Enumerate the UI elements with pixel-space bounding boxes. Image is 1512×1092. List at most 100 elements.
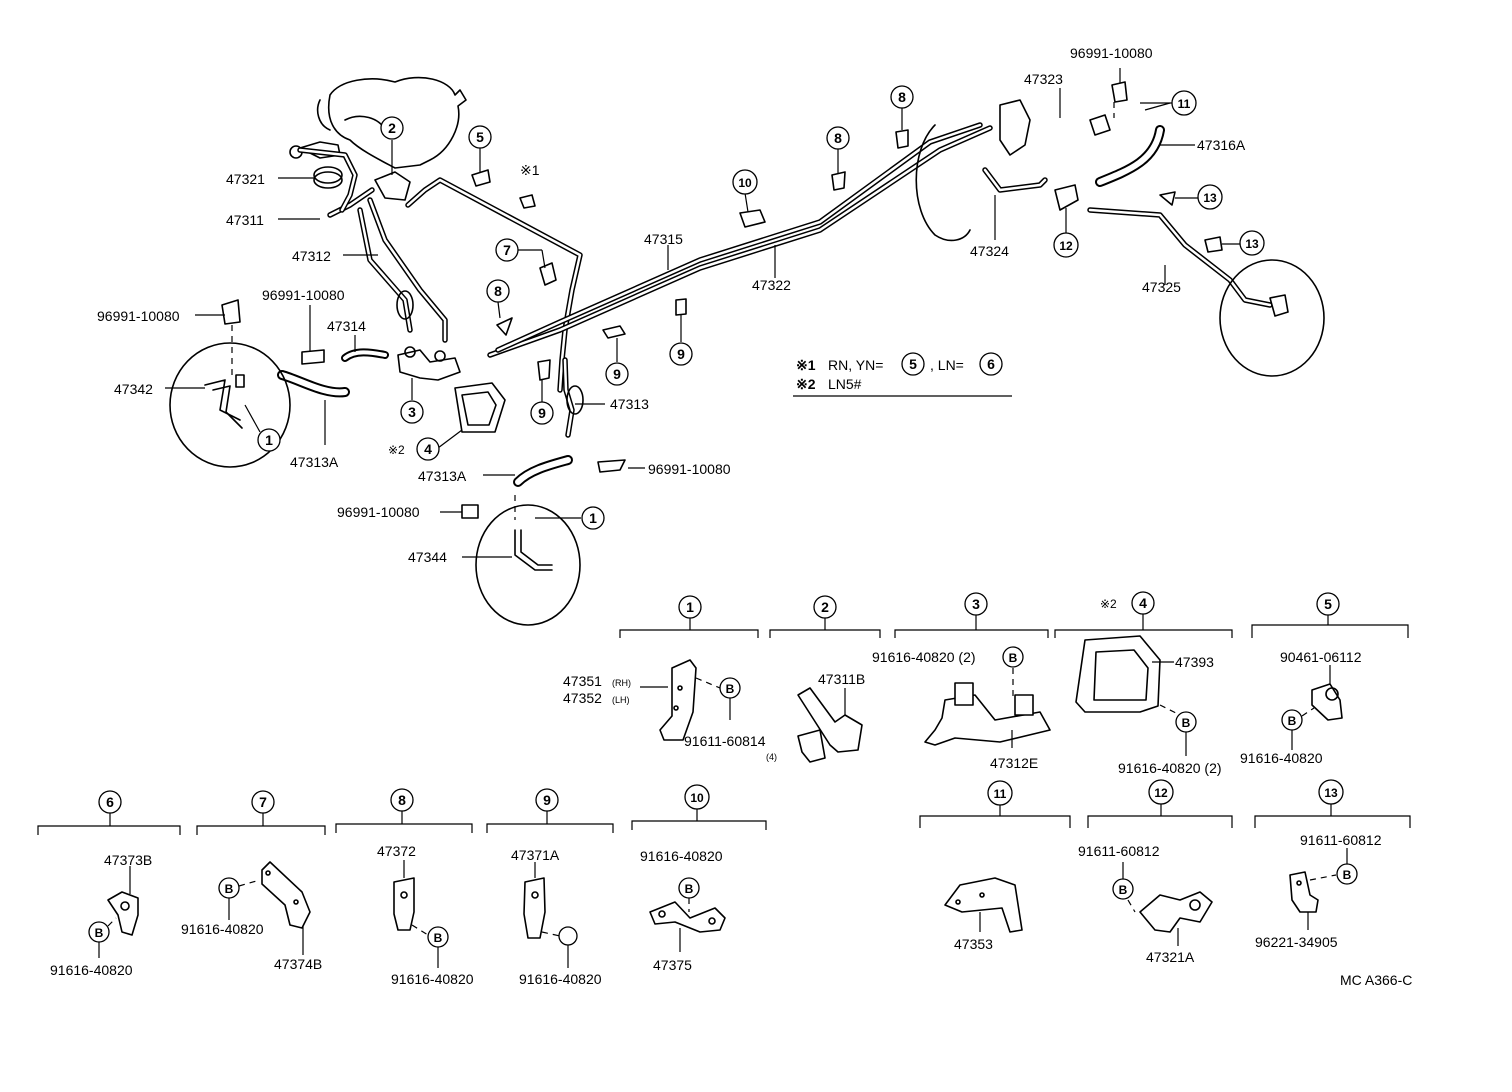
main-part-labels: 47321 47311 47312 96991-10080 96991-1008… (97, 45, 1246, 565)
svg-text:4: 4 (424, 441, 432, 457)
label-47314: 47314 (327, 318, 366, 334)
svg-text:7: 7 (259, 794, 267, 810)
label-47324: 47324 (970, 243, 1009, 259)
callout-8-right: 8 (890, 85, 914, 130)
gasket-plate-main (454, 382, 506, 433)
svg-text:13: 13 (1203, 191, 1217, 205)
note-line1-circle-a: 5 (909, 356, 917, 372)
callout-11: 11 (1140, 90, 1197, 116)
callout-9-left: 9 (530, 380, 554, 425)
d9-label-91616-40820: 91616-40820 (519, 971, 602, 987)
svg-text:B: B (1288, 714, 1297, 728)
main-callouts: 1 2 3 4 5 7 8 9 9 9 10 8 8 11 12 13 13 1 (244, 85, 1265, 530)
d12-label-47321A: 47321A (1146, 949, 1195, 965)
callout-2: 2 (380, 116, 404, 175)
wheel-tubes (204, 374, 553, 571)
callout-10: 10 (732, 169, 758, 213)
note-line1-text: RN, YN= (828, 357, 883, 373)
d11-label-47353: 47353 (954, 936, 993, 952)
label-96991-10080-left: 96991-10080 (97, 308, 180, 324)
svg-text:B: B (1119, 883, 1128, 897)
svg-text:(LH): (LH) (612, 695, 630, 705)
mark-1: ※1 (520, 162, 540, 178)
svg-text:1: 1 (589, 510, 597, 526)
detail-13: 13 B 91611-60812 96221-34905 (1254, 779, 1411, 950)
callout-9-mid: 9 (605, 338, 629, 386)
svg-text:9: 9 (677, 346, 685, 362)
note-line1-mid: , LN= (930, 357, 964, 373)
detail-4: ※2 4 B 47393 91616-40820 (2) (1054, 591, 1233, 776)
diagram-code: MC A366-C (1340, 972, 1412, 988)
d5-label-91616-40820: 91616-40820 (1240, 750, 1323, 766)
d8-label-47372: 47372 (377, 843, 416, 859)
label-96991-10080-top: 96991-10080 (1070, 45, 1153, 61)
svg-text:B: B (685, 882, 694, 896)
callout-12: 12 (1053, 208, 1079, 258)
label-47323: 47323 (1024, 71, 1063, 87)
svg-text:9: 9 (538, 405, 546, 421)
callout-8-left: 8 (486, 279, 510, 319)
svg-text:B: B (1182, 716, 1191, 730)
label-47312: 47312 (292, 248, 331, 264)
d3-label-91616-40820: 91616-40820 (2) (872, 649, 976, 665)
detail-11: 11 47353 (919, 780, 1071, 952)
d1-label-47352: 47352 (563, 690, 602, 706)
callout-4: 4 (416, 429, 463, 461)
callout-8-mid: 8 (826, 126, 850, 174)
svg-text:1: 1 (686, 599, 694, 615)
label-47321: 47321 (226, 171, 265, 187)
hidden-lines (231, 102, 1115, 520)
callout-5: 5 (468, 125, 492, 172)
label-96991-10080-lower: 96991-10080 (337, 504, 420, 520)
svg-text:B: B (1009, 651, 1018, 665)
detail-10: 10 B 91616-40820 47375 (631, 784, 767, 973)
svg-text:(4): (4) (766, 752, 777, 762)
svg-text:9: 9 (613, 366, 621, 382)
callout-9-right: 9 (669, 315, 693, 366)
d3-label-47312E: 47312E (990, 755, 1038, 771)
d12-label-91611-60812: 91611-60812 (1078, 843, 1160, 859)
note-line1-circle-b: 6 (987, 356, 995, 372)
brake-lines (297, 122, 1273, 438)
detail-6: 6 B 47373B 91616-40820 (37, 790, 181, 978)
svg-text:11: 11 (994, 787, 1007, 801)
svg-text:※2: ※2 (1100, 597, 1117, 611)
svg-text:5: 5 (1324, 596, 1332, 612)
d6-label-91616-40820: 91616-40820 (50, 962, 133, 978)
svg-text:5: 5 (476, 129, 484, 145)
svg-text:B: B (95, 926, 104, 940)
svg-text:8: 8 (898, 89, 906, 105)
svg-text:7: 7 (503, 242, 511, 258)
svg-text:3: 3 (408, 404, 416, 420)
svg-text:B: B (1343, 868, 1352, 882)
label-47315: 47315 (644, 231, 683, 247)
note-block: ※1 RN, YN= 5 , LN= 6 ※2 LN5# (793, 352, 1012, 397)
svg-text:9: 9 (543, 792, 551, 808)
note-line1-mark: ※1 (796, 357, 816, 373)
svg-text:8: 8 (494, 283, 502, 299)
d6-label-47373B: 47373B (104, 852, 152, 868)
svg-text:3: 3 (972, 596, 980, 612)
svg-text:12: 12 (1059, 239, 1073, 253)
callout-13-lower: 13 (1222, 230, 1265, 256)
wheel-circles (169, 124, 1325, 626)
svg-text:1: 1 (265, 432, 273, 448)
d10-label-47375: 47375 (653, 957, 692, 973)
label-47322: 47322 (752, 277, 791, 293)
note-line2-text: LN5# (828, 376, 862, 392)
d9-label-47371A: 47371A (511, 847, 560, 863)
d10-label-91616-40820: 91616-40820 (640, 848, 723, 864)
d1-label-47351: 47351 (563, 673, 602, 689)
label-47313: 47313 (610, 396, 649, 412)
d4-label-47393: 47393 (1175, 654, 1214, 670)
label-47325: 47325 (1142, 279, 1181, 295)
detail-1: 1 B 47351 (RH) 47352 (LH) 91611-60814 (4… (563, 595, 777, 762)
mark-2: ※2 (388, 443, 405, 457)
d13-label-91611-60812: 91611-60812 (1300, 832, 1382, 848)
svg-text:8: 8 (834, 130, 842, 146)
callout-7: 7 (495, 238, 546, 269)
label-47313A-left: 47313A (290, 454, 339, 470)
pipe-coils (313, 166, 584, 415)
label-47342: 47342 (114, 381, 153, 397)
